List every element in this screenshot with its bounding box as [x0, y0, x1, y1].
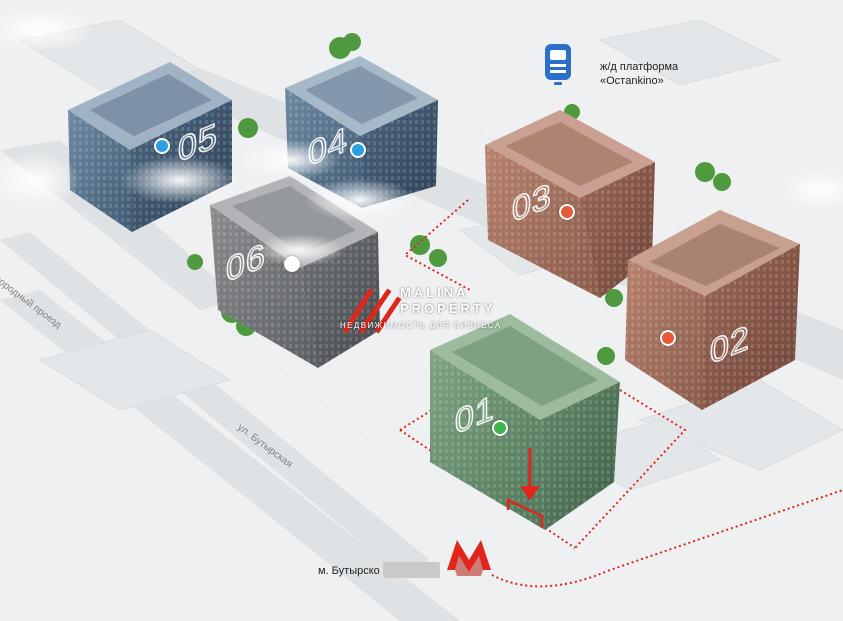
rail-platform-label: ж/д платформа «Остankino» — [600, 60, 678, 88]
metro-m-icon — [447, 540, 491, 576]
rail-platform-line2: «Остankino» — [600, 75, 664, 87]
building-marker-01[interactable] — [492, 420, 508, 436]
building-01[interactable] — [430, 314, 620, 530]
metro-label: м. Бутырско — [318, 565, 380, 577]
entrance-arrow — [506, 448, 544, 528]
watermark-tagline: НЕДВИЖИМОСТЬ ДЛЯ БИЗНЕСА — [340, 321, 502, 330]
building-marker-06[interactable] — [284, 256, 300, 272]
trees — [187, 33, 731, 365]
rail-platform-line1: ж/д платформа — [600, 61, 679, 73]
building-marker-03[interactable] — [559, 204, 575, 220]
redacted-block — [383, 562, 440, 578]
building-marker-05[interactable] — [154, 138, 170, 154]
clouds — [0, 8, 843, 266]
building-marker-02[interactable] — [660, 330, 676, 346]
watermark: MALINA PROPERTY НЕДВИЖИМОСТЬ ДЛЯ БИЗНЕСА — [338, 285, 538, 345]
rail-icon — [545, 44, 571, 85]
building-marker-04[interactable] — [350, 142, 366, 158]
building-06[interactable] — [210, 176, 380, 368]
watermark-logo — [342, 288, 402, 334]
watermark-brand-line2: PROPERTY — [400, 301, 496, 316]
watermark-brand-line1: MALINA — [400, 285, 469, 300]
